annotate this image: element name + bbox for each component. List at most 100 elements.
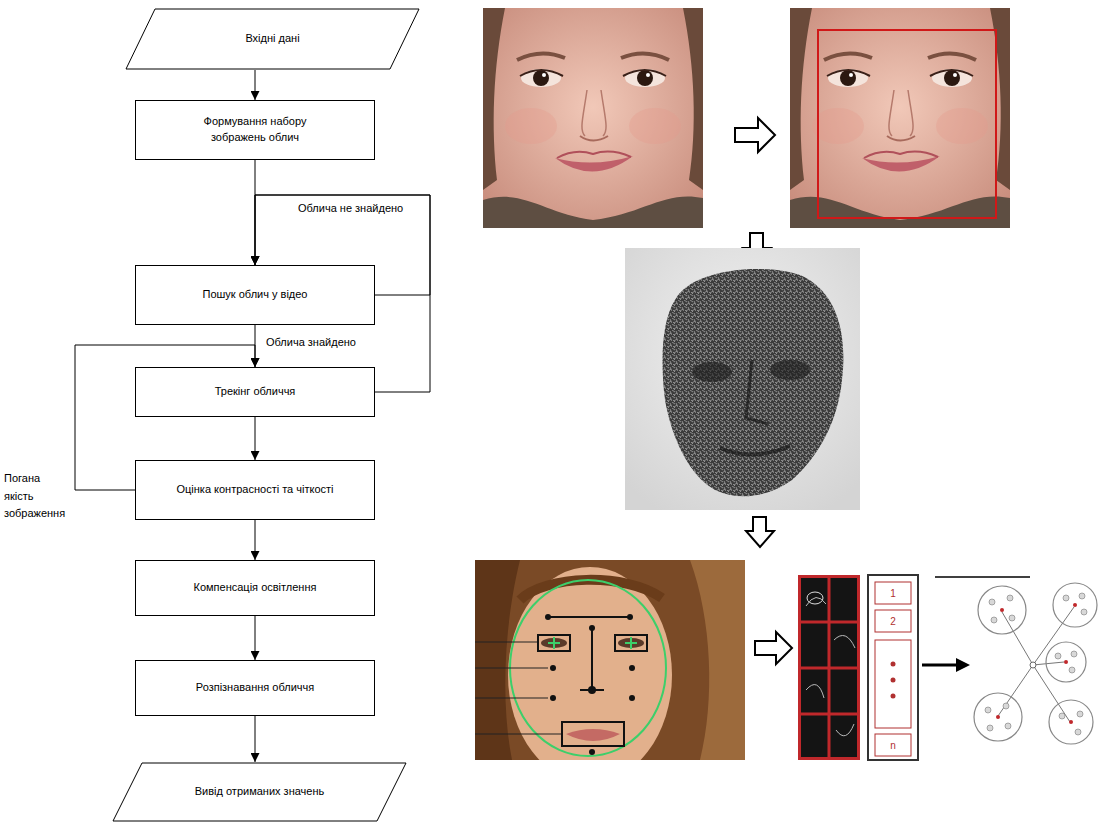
- io-parallelogram: Вхідні дані: [125, 8, 420, 70]
- process-box: Оцінка контрасності та чіткості: [135, 460, 375, 520]
- index-list: [891, 678, 896, 683]
- cluster-graph: [1059, 713, 1065, 719]
- face-photo: [790, 8, 1010, 228]
- index-list: [875, 582, 911, 604]
- black-arrow: [956, 658, 970, 672]
- node-text: Розпізнавання обличчя: [196, 680, 314, 696]
- face-mesh: [746, 360, 768, 424]
- flow-arrow: [255, 616, 256, 660]
- text-group: Трекінг обличчя: [215, 384, 296, 400]
- cluster-graph: [989, 599, 995, 605]
- cluster-graph: [1079, 593, 1085, 599]
- io-parallelogram: Вивід отриманих значень: [112, 762, 407, 822]
- cluster-graph: [974, 693, 1022, 741]
- face-mesh: [770, 360, 810, 380]
- landmark-photo: [550, 665, 556, 671]
- cluster-graph: [998, 607, 1074, 722]
- process-box: Компенсація освітлення: [135, 560, 375, 616]
- cluster-graph: [1071, 651, 1077, 657]
- feature-grid: [799, 576, 859, 759]
- rule-line: [935, 576, 1030, 578]
- index-list: [875, 734, 911, 756]
- cluster-graph: [996, 603, 1077, 724]
- cluster-graph: [1064, 660, 1068, 664]
- text-group: Вивід отриманих значень: [195, 784, 325, 800]
- cluster-graph: [1005, 723, 1011, 729]
- cluster-graph: [985, 593, 1087, 735]
- cluster-graph: [1069, 667, 1075, 673]
- face-photo: [483, 8, 703, 228]
- cluster-graph: [985, 707, 991, 713]
- node-text: Компенсація освітлення: [194, 580, 317, 596]
- feature-grid: [798, 575, 860, 760]
- cluster-graph: [1081, 609, 1087, 615]
- index-list: [891, 694, 896, 699]
- index-list: [875, 640, 911, 728]
- landmark-photo: [562, 722, 624, 746]
- landmark-photo: [548, 616, 630, 618]
- text-group: Оцінка контрасності та чіткості: [176, 482, 333, 498]
- text-group: Компенсація освітлення: [194, 580, 317, 596]
- index-label: 1: [875, 582, 911, 604]
- face-mesh: [625, 248, 860, 510]
- feature-grid: [798, 575, 860, 760]
- cluster-graph: [1075, 729, 1081, 735]
- landmark-photo: [588, 686, 596, 694]
- landmark-photo: [475, 560, 745, 760]
- landmark-photo: [475, 642, 562, 734]
- index-list: [875, 610, 911, 632]
- cluster-graph: [987, 725, 993, 731]
- landmark-photo: [690, 560, 745, 760]
- outline-arrow: [746, 517, 774, 547]
- landmark-photo: [550, 695, 556, 701]
- index-list: [868, 575, 918, 760]
- outline-arrow: [735, 118, 775, 152]
- index-list: [868, 575, 918, 760]
- flow-arrow: [255, 417, 256, 460]
- cluster-graph: [978, 586, 1026, 634]
- landmark-photo: [545, 614, 551, 620]
- outline-arrow: [755, 632, 792, 664]
- cluster-graph: [1055, 653, 1061, 659]
- parallelogram-outline: [126, 9, 419, 69]
- cluster-graph: [1007, 595, 1013, 601]
- index-label: 2: [875, 610, 911, 632]
- flow-arrow: [255, 716, 256, 762]
- cluster-graph: [1073, 603, 1077, 607]
- cluster-graph: [1049, 700, 1093, 744]
- node-text: Формування набору зображень облич: [185, 114, 325, 146]
- landmark-photo: [589, 749, 595, 755]
- parallelogram-outline: [113, 763, 406, 821]
- text-group: Розпізнавання обличчя: [196, 680, 314, 696]
- process-box: Розпізнавання обличчя: [135, 660, 375, 716]
- cluster-graph: [1000, 608, 1004, 612]
- process-box: Пошук облич у відео: [135, 265, 375, 325]
- cluster-graph: [1053, 583, 1097, 627]
- edge-label: Облича не знайдено: [298, 202, 403, 215]
- process-box: Формування набору зображень облич: [135, 100, 375, 160]
- node-text: Вхідні дані: [245, 31, 299, 47]
- process-box: Трекінг обличчя: [135, 367, 375, 417]
- landmark-photo: [629, 695, 635, 701]
- node-text: Пошук облич у відео: [203, 287, 308, 303]
- face-mesh: [662, 269, 843, 496]
- flow-arrow: [255, 520, 256, 560]
- node-text: Трекінг обличчя: [215, 384, 296, 400]
- cluster-graph: [1046, 642, 1086, 682]
- landmark-photo: [508, 567, 672, 760]
- cluster-graph: [1069, 720, 1073, 724]
- detection-box: [818, 30, 996, 218]
- cluster-graph: [1003, 703, 1009, 709]
- feature-grid: [806, 597, 855, 735]
- text-group: Пошук облич у відео: [203, 287, 308, 303]
- flow-arrow: [255, 70, 256, 100]
- landmark-photo: [627, 614, 633, 620]
- edge-label: Облича знайдено: [266, 336, 356, 349]
- face-mesh: [692, 362, 732, 382]
- cluster-graph: [996, 715, 1000, 719]
- landmark-photo: [566, 729, 620, 741]
- face-mesh: [625, 248, 860, 510]
- node-text: Оцінка контрасності та чіткості: [176, 482, 333, 498]
- node-text: Вивід отриманих значень: [195, 784, 325, 800]
